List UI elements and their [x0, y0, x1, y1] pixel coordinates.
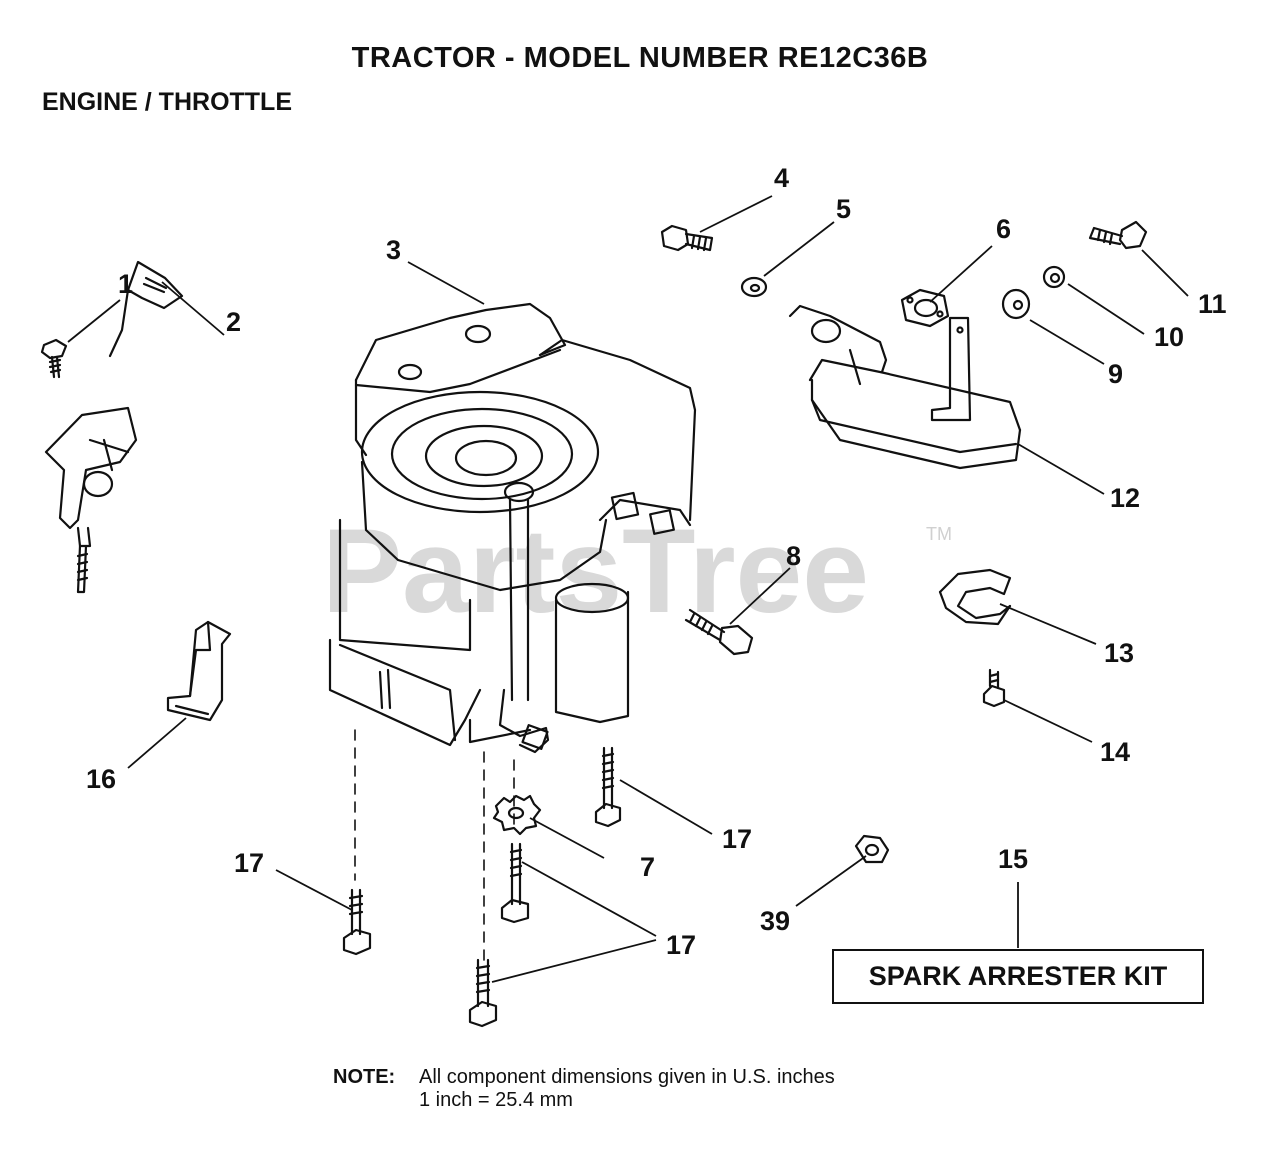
part-16-bracket: [166, 620, 232, 722]
callout-16: 16: [86, 764, 116, 794]
part-39-nut: [854, 834, 890, 864]
alignment-lines: [354, 729, 515, 961]
callout-7: 7: [640, 852, 655, 882]
part-8-bolt: [684, 608, 754, 656]
part-10-lock-washer: [1042, 265, 1066, 289]
part-12-muffler: [788, 304, 1022, 470]
part-3-engine: [328, 302, 697, 754]
callout-14: 14: [1100, 737, 1130, 767]
callout-4: 4: [774, 163, 789, 193]
dimension-note: NOTE: All component dimensions given in U…: [333, 1066, 835, 1112]
callout-3: 3: [386, 235, 401, 265]
callout-10: 10: [1154, 322, 1184, 352]
callout-2: 2: [226, 307, 241, 337]
part-5-washer: [740, 276, 768, 298]
callout-17-bottom: 17: [666, 930, 696, 960]
note-line-1: All component dimensions given in U.S. i…: [419, 1066, 835, 1088]
part-7-star-washer: [492, 794, 542, 836]
callout-5: 5: [836, 194, 851, 224]
note-label: NOTE:: [333, 1066, 396, 1088]
part-17-bolt-left: [342, 888, 372, 956]
diagram-subtitle: ENGINE / THROTTLE: [42, 88, 292, 116]
part-6-gasket: [900, 288, 950, 328]
part-17-bolt-right: [594, 746, 622, 828]
part-11-bolt: [1088, 220, 1148, 250]
callout-11: 11: [1198, 289, 1227, 319]
note-line-2: 1 inch = 25.4 mm: [419, 1089, 573, 1111]
part-13-spark-arrester: [938, 568, 1012, 626]
callout-1: 1: [118, 269, 133, 299]
part-17-bolt-center: [500, 842, 530, 924]
callout-12: 12: [1110, 483, 1140, 513]
part-2-throttle-control: [44, 260, 184, 594]
part-17-bolt-bottom: [468, 958, 498, 1028]
callout-17-left: 17: [234, 848, 264, 878]
callout-6: 6: [996, 214, 1011, 244]
leader-lines: [67, 195, 1189, 983]
part-4-bolt: [660, 224, 714, 252]
diagram-title: TRACTOR - MODEL NUMBER RE12C36B: [351, 42, 929, 74]
callout-9: 9: [1108, 359, 1123, 389]
callout-15: 15: [998, 844, 1028, 874]
callout-39: 39: [760, 906, 790, 936]
callout-13: 13: [1104, 638, 1134, 668]
watermark-trademark: TM: [926, 524, 952, 544]
callout-17-right: 17: [722, 824, 752, 854]
watermark-text: PartsTree: [322, 504, 869, 638]
part-1-screw: [40, 338, 68, 379]
callout-8: 8: [786, 541, 801, 571]
part-14-screw: [982, 668, 1006, 708]
part-9-washer: [1001, 288, 1031, 320]
spark-arrester-kit-label: SPARK ARRESTER KIT: [832, 949, 1204, 1004]
